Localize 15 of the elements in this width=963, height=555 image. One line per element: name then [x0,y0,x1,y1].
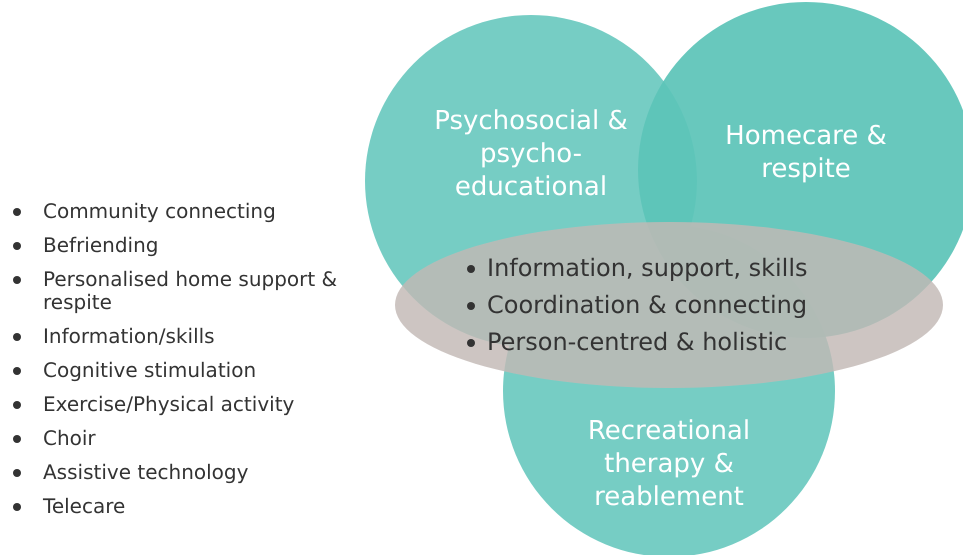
list-item: Information/skills [43,324,215,348]
list-item: Personalised home support & respite [43,267,338,314]
circle-label: Homecare & respite [724,120,888,186]
list-item: Choir [43,426,96,450]
bullet-item: Coordination & connecting [487,290,808,321]
bullet-item: Information, support, skills [487,253,808,284]
list-item: Assistive technology [43,460,248,484]
circle-label: Recreational therapy & reablement [586,415,752,514]
bullet-item: Person-centred & holistic [487,327,788,358]
circle-label: Psychosocial & psycho-educational [433,105,629,204]
list-item: Exercise/Physical activity [43,392,294,416]
list-item: Community connecting [43,199,276,223]
list-item: Cognitive stimulation [43,358,256,382]
list-item: Befriending [43,233,158,257]
list-item: Telecare [43,494,126,518]
